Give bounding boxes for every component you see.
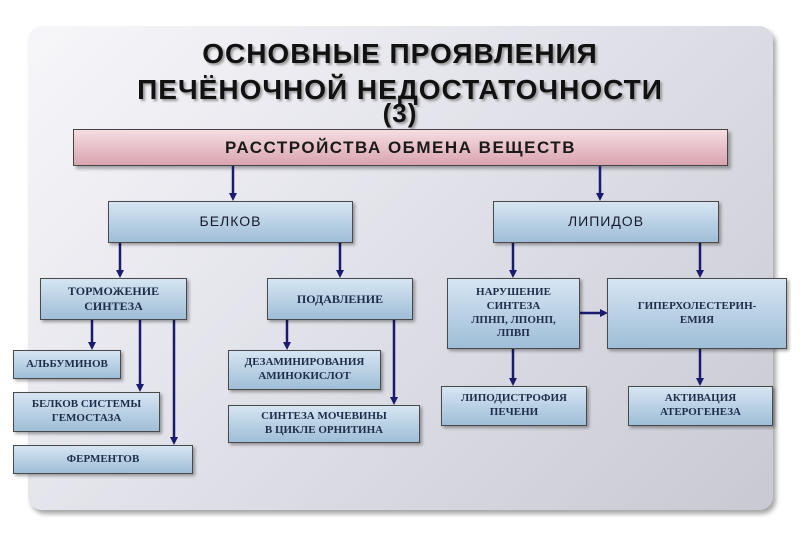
title-line-3: (3) bbox=[382, 98, 418, 128]
header-metabolism-disorders: РАССТРОЙСТВА ОБМЕНА ВЕЩЕСТВ bbox=[73, 129, 728, 166]
box-urea-synthesis: СИНТЕЗА МОЧЕВИНЫ В ЦИКЛЕ ОРНИТИНА bbox=[228, 405, 420, 443]
box-atherogenesis-activation: АКТИВАЦИЯ АТЕРОГЕНЕЗА bbox=[628, 386, 773, 426]
box-lipids: ЛИПИДОВ bbox=[493, 201, 719, 243]
box-hemostasis-proteins: БЕЛКОВ СИСТЕМЫ ГЕМОСТАЗА bbox=[13, 392, 160, 432]
title-line-1: ОСНОВНЫЕ ПРОЯВЛЕНИЯ bbox=[202, 38, 598, 69]
title-line-2: ПЕЧЁНОЧНОЙ НЕДОСТАТОЧНОСТИ bbox=[137, 74, 663, 105]
box-liver-lipodystrophy: ЛИПОДИСТРОФИЯ ПЕЧЕНИ bbox=[441, 386, 587, 426]
box-albumins: АЛЬБУМИНОВ bbox=[13, 350, 121, 379]
box-proteins: БЕЛКОВ bbox=[108, 201, 353, 243]
box-hypercholesterolemia: ГИПЕРХОЛЕСТЕРИН- ЕМИЯ bbox=[607, 278, 787, 349]
box-deamination: ДЕЗАМИНИРОВАНИЯ АМИНОКИСЛОТ bbox=[228, 350, 381, 390]
box-synthesis-inhibition: ТОРМОЖЕНИЕ СИНТЕЗА bbox=[40, 278, 187, 320]
box-lipoprotein-synthesis: НАРУШЕНИЕ СИНТЕЗА ЛПНП, ЛПОНП, ЛПВП bbox=[447, 278, 580, 349]
box-enzymes: ФЕРМЕНТОВ bbox=[13, 445, 193, 474]
box-suppression: ПОДАВЛЕНИЕ bbox=[267, 278, 413, 320]
